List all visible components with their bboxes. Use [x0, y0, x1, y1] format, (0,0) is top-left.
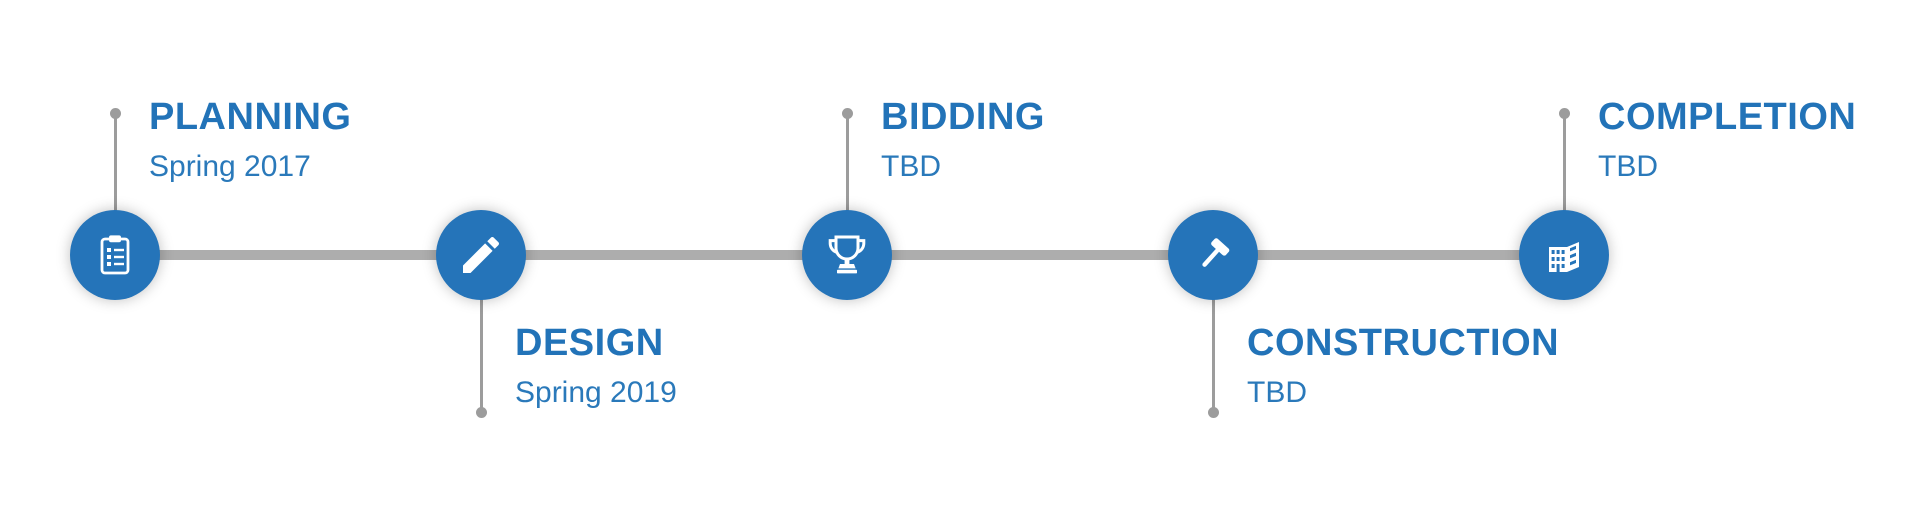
phase-name: CONSTRUCTION [1247, 322, 1560, 364]
phase-name: COMPLETION [1598, 96, 1857, 138]
construction-label: CONSTRUCTION TBD [1247, 322, 1559, 409]
connector-stem [845, 116, 849, 216]
phase-name: BIDDING [881, 96, 1045, 138]
construction-milestone-circle [1168, 210, 1258, 300]
connector-dot [109, 108, 121, 119]
planning-label: PLANNING Spring 2017 [149, 96, 351, 183]
phase-date: Spring 2019 [515, 375, 677, 409]
planning-milestone-circle [70, 210, 160, 300]
phase-name: PLANNING [149, 96, 352, 138]
design-milestone-circle [436, 210, 526, 300]
connector-stem [479, 294, 483, 410]
building-icon [1549, 242, 1579, 272]
connector-dot [475, 407, 487, 418]
completion-milestone-circle [1519, 210, 1609, 300]
phase-date: TBD [1247, 375, 1307, 409]
phase-date: TBD [1598, 149, 1658, 183]
phase-date: Spring 2017 [149, 149, 311, 183]
completion-label: COMPLETION TBD [1598, 96, 1856, 183]
clipboard-checklist-icon [100, 235, 130, 275]
connector-stem [113, 116, 117, 216]
bidding-milestone-circle [802, 210, 892, 300]
connector-dot [841, 108, 853, 119]
bidding-label: BIDDING TBD [881, 96, 1045, 183]
pencil-icon [463, 236, 500, 273]
hammer-icon [1202, 238, 1230, 267]
phase-name: DESIGN [515, 322, 664, 364]
phase-date: TBD [881, 149, 941, 183]
connector-stem [1211, 294, 1215, 410]
design-label: DESIGN Spring 2019 [515, 322, 677, 409]
trophy-icon [828, 235, 866, 274]
connector-stem [1562, 116, 1566, 216]
connector-dot [1207, 407, 1219, 418]
connector-dot [1558, 108, 1570, 119]
